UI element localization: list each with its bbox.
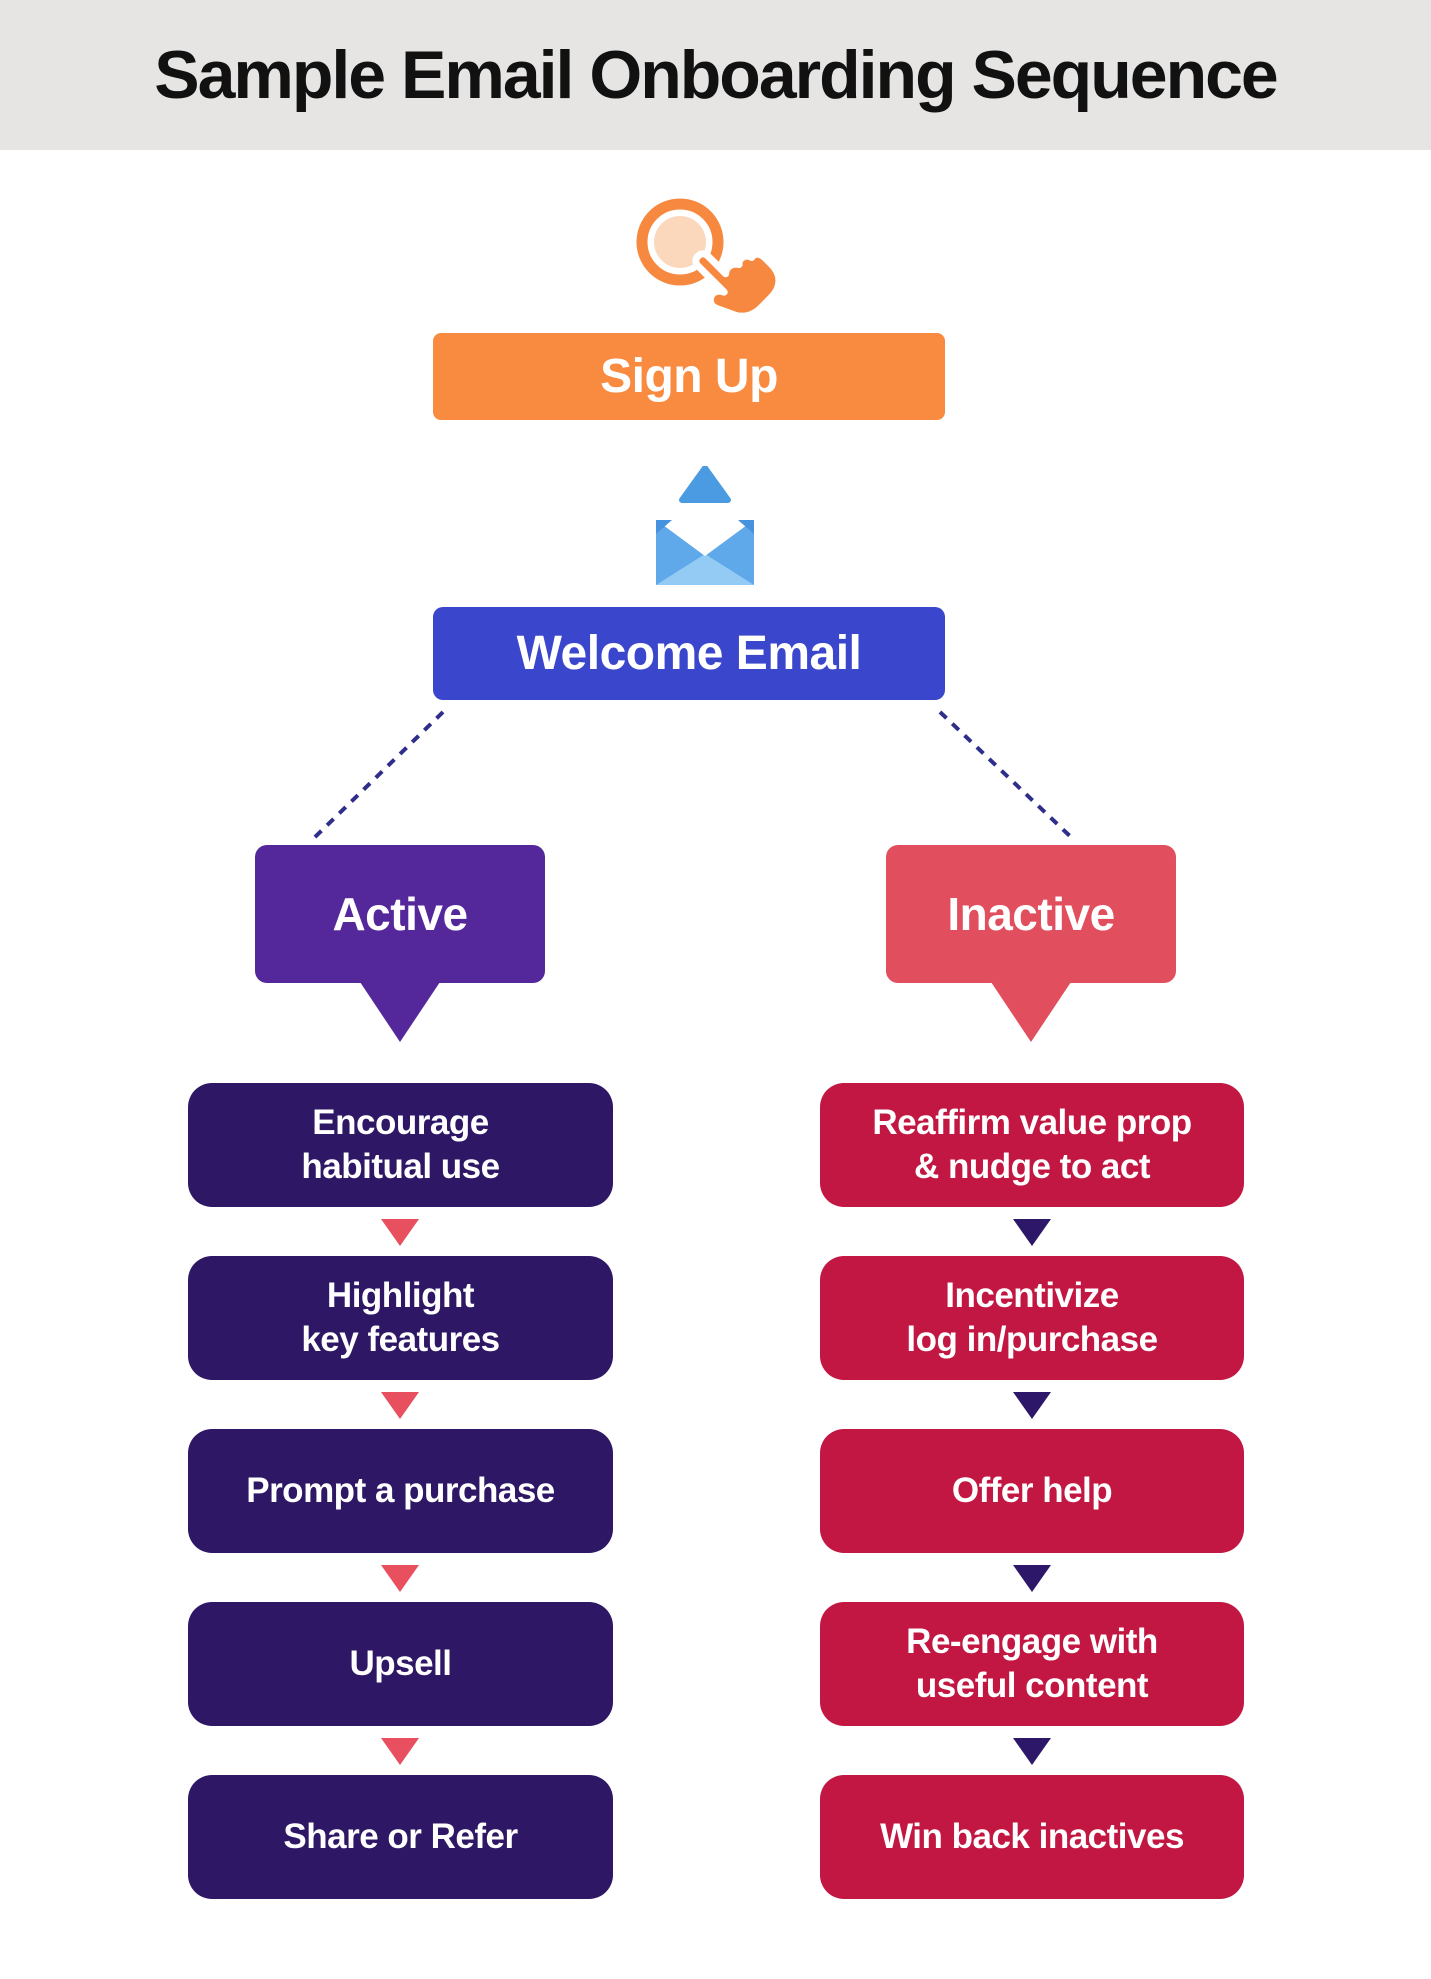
dashed-connector-right xyxy=(938,710,1075,841)
arrow-down-icon xyxy=(381,1738,419,1765)
envelope-bottom-fold xyxy=(656,554,754,585)
signup-label: Sign Up xyxy=(600,350,778,403)
inactive-step-5: Win back inactives xyxy=(820,1775,1244,1899)
arrow-down-icon xyxy=(381,1392,419,1419)
active-step-3: Prompt a purchase xyxy=(188,1429,613,1553)
click-cursor-icon xyxy=(636,198,783,320)
inactive-step-2: Incentivize log in/purchase xyxy=(820,1256,1244,1380)
arrow-down-icon xyxy=(381,1219,419,1246)
inactive-branch-bubble: Inactive xyxy=(886,845,1176,983)
arrow-down-icon xyxy=(1013,1392,1051,1419)
envelope-corner-right xyxy=(738,520,754,534)
active-branch-bubble: Active xyxy=(255,845,545,983)
open-envelope-icon xyxy=(656,466,754,585)
active-step-4: Upsell xyxy=(188,1602,613,1726)
dashed-connector-left xyxy=(311,710,445,841)
welcome-email-node: Welcome Email xyxy=(433,607,945,700)
active-step-1: Encourage habitual use xyxy=(188,1083,613,1207)
inactive-branch-label: Inactive xyxy=(947,888,1115,940)
arrow-down-icon xyxy=(1013,1738,1051,1765)
active-branch-label: Active xyxy=(332,888,468,940)
inactive-step-3: Offer help xyxy=(820,1429,1244,1553)
active-step-5: Share or Refer xyxy=(188,1775,613,1899)
letter-paper xyxy=(663,503,747,556)
envelope-corner-left xyxy=(656,520,672,534)
inactive-step-1: Reaffirm value prop & nudge to act xyxy=(820,1083,1244,1207)
arrow-down-icon xyxy=(1013,1565,1051,1592)
click-dot xyxy=(654,216,706,268)
page-title: Sample Email Onboarding Sequence xyxy=(154,37,1279,113)
active-step-2: Highlight key features xyxy=(188,1256,613,1380)
arrow-down-icon xyxy=(381,1565,419,1592)
signup-node: Sign Up xyxy=(433,333,945,420)
envelope-flap xyxy=(679,466,731,503)
header-banner: Sample Email Onboarding Sequence xyxy=(0,0,1431,150)
arrow-down-icon xyxy=(1013,1219,1051,1246)
pointer-hand-icon xyxy=(692,250,783,320)
inactive-step-4: Re-engage with useful content xyxy=(820,1602,1244,1726)
welcome-email-label: Welcome Email xyxy=(516,627,862,680)
